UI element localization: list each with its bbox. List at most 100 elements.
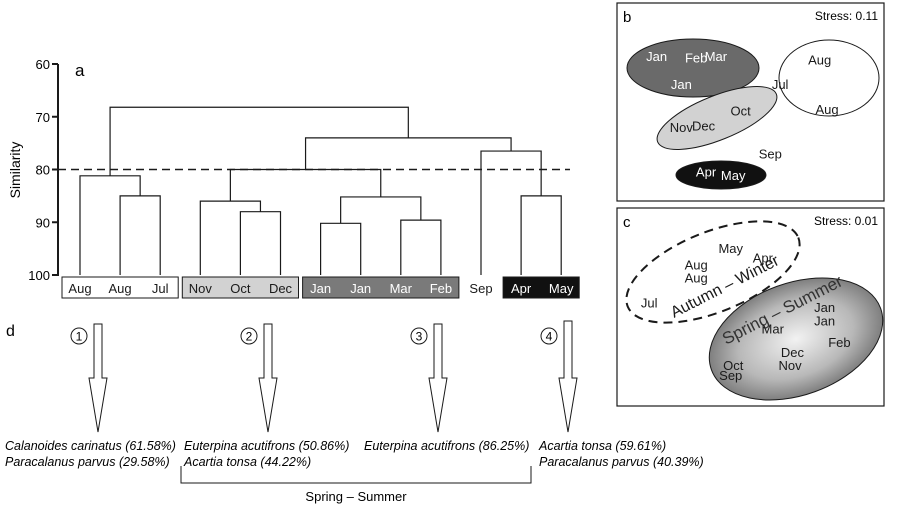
- species-text: Calanoides carinatus (61.58%) Paracalanus…: [5, 439, 704, 469]
- group-number: 1: [76, 330, 83, 344]
- down-arrow-icon: [558, 320, 578, 433]
- nmds-point-label: Jul: [772, 77, 789, 92]
- nmds-point-label: Oct: [723, 358, 744, 373]
- leaf-group-box: [181, 276, 299, 299]
- nmds-point-label: Apr: [753, 251, 774, 266]
- group-number-circle: [70, 327, 88, 345]
- nmds-point-label: Mar: [762, 322, 785, 337]
- panel-a-label: a: [75, 61, 85, 80]
- group-number-circle: [410, 327, 428, 345]
- y-tick-label: 80: [36, 163, 50, 178]
- leaf-label: Mar: [390, 281, 413, 296]
- nmds-point-label: Sep: [719, 368, 742, 383]
- nmds-point-label: Jan: [814, 300, 835, 315]
- dendrogram-link: [400, 219, 442, 275]
- season-bracket-label: Spring – Summer: [305, 489, 407, 504]
- leaf-label: May: [549, 281, 574, 296]
- cluster-ellipse-spring-summer: [708, 277, 884, 401]
- stress-b: Stress: 0.11: [815, 9, 878, 23]
- cluster-ellipse-oct-dec: [656, 86, 778, 150]
- dendrogram-link: [520, 195, 562, 275]
- leaf-label: Aug: [109, 281, 132, 296]
- cluster-ellipse-jul-aug: [778, 39, 880, 117]
- nmds-point-label: Feb: [685, 51, 707, 66]
- species-line: Euterpina acutifrons (50.86%): [184, 439, 349, 453]
- group-number-circle: [540, 327, 558, 345]
- down-arrow-icon: [428, 323, 448, 433]
- species-line: Acartia tonsa (44.22%): [183, 455, 311, 469]
- dendrogram-link: [304, 137, 512, 170]
- nmds-point-label: Jan: [671, 77, 692, 92]
- dendrogram-link: [109, 106, 409, 176]
- y-tick-label: 70: [36, 110, 50, 125]
- leaf-label: Jul: [152, 281, 169, 296]
- nmds-point-label: Jan: [814, 313, 835, 328]
- nmds-point-label: Oct: [731, 103, 752, 118]
- nmds-point-label: Mar: [705, 49, 728, 64]
- dendrogram-link: [239, 211, 282, 275]
- dendrogram-link: [480, 150, 542, 275]
- nmds-point-label: Aug: [815, 102, 838, 117]
- y-tick-label: 100: [28, 268, 50, 283]
- nmds-point-label: Sep: [759, 146, 782, 161]
- down-arrow-icon: [88, 323, 108, 433]
- nmds-point-label: Dec: [781, 345, 805, 360]
- nmds-point-label: Aug: [685, 271, 708, 286]
- leaf-label: Oct: [230, 281, 251, 296]
- nmds-point-label: Feb: [828, 335, 850, 350]
- leaf-label: Feb: [430, 281, 452, 296]
- nmds-point-label: Jan: [646, 49, 667, 64]
- species-line: Calanoides carinatus (61.58%): [5, 439, 176, 453]
- cluster-ellipse-jan-mar: [626, 38, 760, 98]
- leaf-group-box: [302, 276, 460, 299]
- dendrogram-link: [320, 222, 362, 275]
- species-line: Paracalanus parvus (40.39%): [539, 455, 704, 469]
- dendrogram-link: [119, 195, 161, 275]
- species-line: Acartia tonsa (59.61%): [538, 439, 666, 453]
- species-line: Euterpina acutifrons (86.25%): [364, 439, 529, 453]
- leaf-label: Sep: [469, 281, 492, 296]
- nmds-point-label: Apr: [696, 165, 717, 180]
- panel-c-label: c: [623, 214, 631, 231]
- leaf-group-box: [61, 276, 179, 299]
- cluster-ellipse-apr-may: [675, 160, 767, 190]
- nmds-point-label: May: [721, 168, 746, 183]
- leaf-label: Jan: [350, 281, 371, 296]
- group-number: 2: [246, 330, 253, 344]
- leaf-label: Aug: [68, 281, 91, 296]
- nmds-point-label: Aug: [685, 257, 708, 272]
- nmds-point-label: Aug: [808, 52, 831, 67]
- nmds-point-label: Nov: [778, 358, 802, 373]
- panel-b-label: b: [623, 9, 631, 26]
- down-arrow-icon: [258, 323, 278, 433]
- nmds-point-label: May: [718, 241, 743, 256]
- nmds-point-label: Jul: [641, 295, 658, 310]
- leaf-label: Dec: [269, 281, 293, 296]
- group-number-circle: [240, 327, 258, 345]
- nmds-point-label: Nov: [670, 120, 694, 135]
- season-bracket: [180, 466, 532, 484]
- leaf-group-boxes: [61, 276, 580, 299]
- dendrogram-link: [340, 196, 422, 224]
- species-line: Paracalanus parvus (29.58%): [5, 455, 170, 469]
- stress-c: Stress: 0.01: [814, 214, 878, 228]
- group-number: 3: [416, 330, 423, 344]
- cluster-ellipse-autumn-winter: [625, 220, 801, 324]
- y-axis-label: Similarity: [7, 142, 23, 199]
- nmds-point-label: Dec: [692, 118, 716, 133]
- dendrogram-link: [79, 175, 141, 275]
- panel-d-label: d: [6, 323, 15, 340]
- leaf-label: Nov: [189, 281, 213, 296]
- y-tick-label: 60: [36, 57, 50, 72]
- leaf-label: Jan: [310, 281, 331, 296]
- nmds-panel-c: c Stress: 0.01 Autumn – Winter Spring – …: [616, 207, 885, 407]
